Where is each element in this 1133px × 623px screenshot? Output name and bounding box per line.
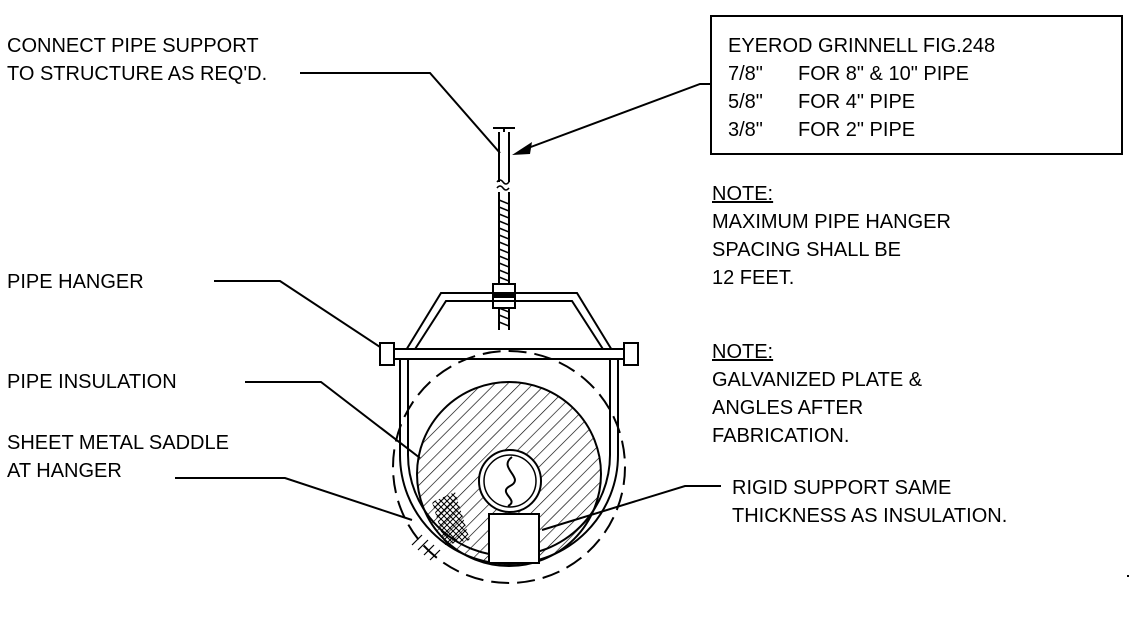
stray-dot xyxy=(1127,575,1129,577)
eyerod-arrowhead xyxy=(512,142,532,155)
rod-threads xyxy=(498,199,510,327)
pipe-insulation-label: PIPE INSULATION xyxy=(7,371,177,393)
eyerod-leader xyxy=(519,83,711,152)
saddle-label-line1: SHEET METAL SADDLE xyxy=(7,432,229,454)
saddle-label-line2: AT HANGER xyxy=(7,460,122,482)
hex-nut-upper xyxy=(492,283,516,296)
rigid-label-line2: THICKNESS AS INSULATION. xyxy=(732,505,1007,527)
eyerod-desc-3: FOR 2" PIPE xyxy=(798,119,915,141)
sheet-metal-saddle xyxy=(432,492,470,545)
note-1-line2: SPACING SHALL BE xyxy=(712,239,901,261)
bolt-head-left xyxy=(379,342,395,366)
eyerod-size-1: 7/8" xyxy=(728,63,763,85)
pipe-break-symbol xyxy=(504,456,516,507)
cross-bolt xyxy=(389,348,627,360)
pipe-inner xyxy=(483,454,537,508)
note-1-line1: MAXIMUM PIPE HANGER xyxy=(712,211,951,233)
note-1-heading: NOTE: xyxy=(712,183,773,205)
pipe-hanger-label: PIPE HANGER xyxy=(7,271,144,293)
pipe-hanger-leader xyxy=(214,280,384,350)
saddle-hatch-outside xyxy=(411,534,441,561)
saddle-leader xyxy=(175,477,413,521)
connect-leader xyxy=(300,72,501,154)
pipe-insulation-leader xyxy=(245,381,421,459)
eyerod-title: EYEROD GRINNELL FIG.248 xyxy=(728,35,995,57)
eyerod-size-3: 3/8" xyxy=(728,119,763,141)
eyerod-desc-2: FOR 4" PIPE xyxy=(798,91,915,113)
eyerod-desc-1: FOR 8" & 10" PIPE xyxy=(798,63,969,85)
note-2-line3: FABRICATION. xyxy=(712,425,849,447)
eyerod-callout-box xyxy=(710,15,1123,155)
bolt-nut-right xyxy=(623,342,639,366)
hex-nut-lower xyxy=(492,296,516,309)
connect-label-line1: CONNECT PIPE SUPPORT xyxy=(7,35,259,57)
eyerod xyxy=(492,127,516,330)
outer-dashed-circle xyxy=(392,350,626,584)
note-2-line1: GALVANIZED PLATE & xyxy=(712,369,923,391)
note-2-line2: ANGLES AFTER xyxy=(712,397,863,419)
note-2-heading: NOTE: xyxy=(712,341,773,363)
rigid-label-line1: RIGID SUPPORT SAME xyxy=(732,477,951,499)
note-1-line3: 12 FEET. xyxy=(712,267,794,289)
eyerod-size-2: 5/8" xyxy=(728,91,763,113)
connect-label-line2: TO STRUCTURE AS REQ'D. xyxy=(7,63,267,85)
rigid-support-block xyxy=(488,513,540,564)
